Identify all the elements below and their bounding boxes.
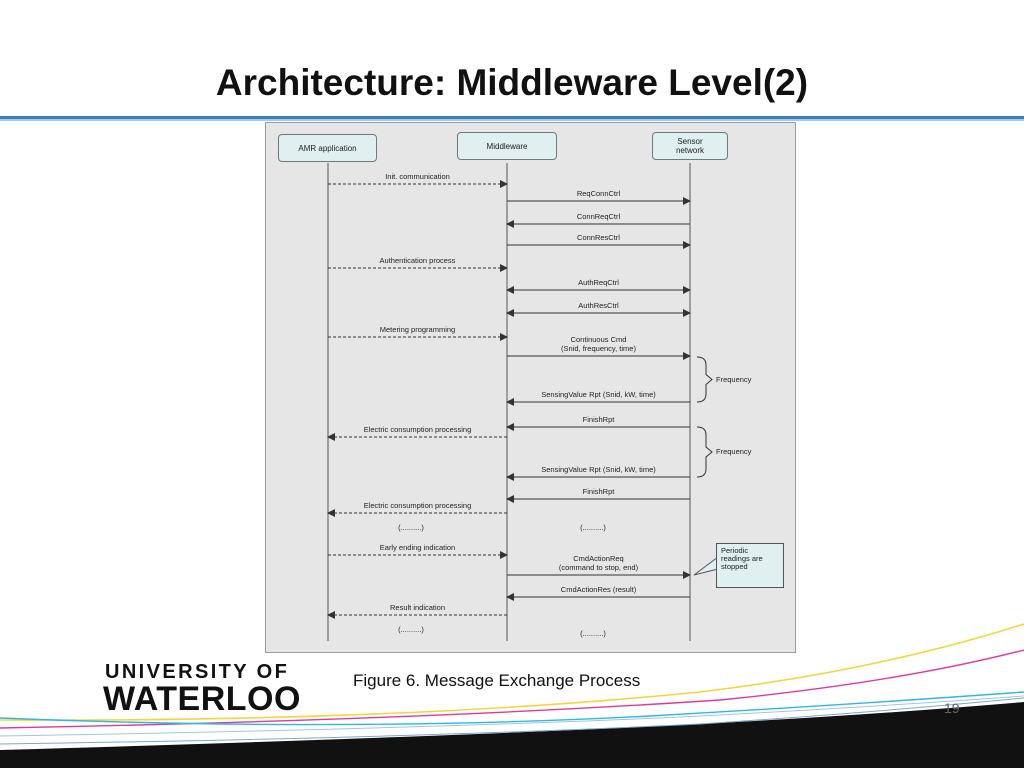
actor-amr: AMR application (278, 134, 377, 162)
note-pointer (693, 556, 719, 576)
logo-waterloo: WATERLOO (103, 680, 301, 718)
message-label: Early ending indication (379, 543, 456, 552)
message-label: Result indication (389, 603, 446, 612)
brace-label: Frequency (716, 447, 752, 456)
figure-caption: Figure 6. Message Exchange Process (353, 671, 641, 690)
message-label: Init. communication (385, 172, 450, 181)
message-label: CmdActionRes (result) (560, 585, 637, 594)
swoosh-magenta (0, 649, 1024, 729)
swoosh-cyan (0, 691, 1024, 726)
actor-middleware: Middleware (457, 132, 557, 160)
frequency-brace (696, 426, 713, 478)
swoosh-dark-band (0, 702, 1024, 768)
frequency-brace (696, 356, 713, 403)
ellipsis-marker: (..........) (398, 523, 424, 532)
message-label: Electric consumption processing (363, 425, 472, 434)
message-label: FinishRpt (582, 415, 615, 424)
message-label: Metering programming (379, 325, 456, 334)
ellipsis-marker: (..........) (398, 625, 424, 634)
brace-label: Frequency (716, 374, 752, 384)
note-periodic-readings-stopped: Periodic readings are stopped (716, 543, 784, 588)
message-label: Continuous Cmd (Snid, frequency, time) (561, 335, 636, 353)
message-label: CmdActionReq (command to stop, end) (558, 554, 639, 572)
logo-university-of: UNIVERSITY OF (105, 661, 290, 683)
message-label: Electric consumption processing (363, 501, 472, 510)
message-label: AuthReqCtrl (578, 278, 619, 287)
message-label: Authentication process (379, 256, 456, 265)
title-rule-shadow (0, 119, 1024, 121)
swoosh-lightblue (0, 695, 1024, 737)
message-label: ConnReqCtrl (576, 212, 621, 221)
slide-title: Architecture: Middleware Level(2) (215, 62, 809, 103)
message-label: SensingValue Rpt (Snid, kW, time) (541, 465, 656, 474)
message-label: FinishRpt (582, 487, 615, 496)
page-number: 19 (944, 700, 960, 716)
message-label: AuthResCtrl (578, 301, 619, 310)
ellipsis-marker: (..........) (580, 629, 606, 638)
ellipsis-marker: (..........) (580, 523, 606, 532)
message-label: ConnResCtrl (577, 233, 620, 242)
actor-sensor: Sensor network (652, 132, 728, 160)
message-label: ReqConnCtrl (576, 189, 621, 198)
title-rule (0, 116, 1024, 119)
diagram-lines (327, 163, 719, 641)
decorative-swooshes (0, 623, 1024, 768)
swoosh-steel (0, 697, 1024, 745)
message-label: SensingValue Rpt (Snid, kW, time) (541, 390, 656, 399)
swoosh-yellow (0, 623, 1024, 721)
